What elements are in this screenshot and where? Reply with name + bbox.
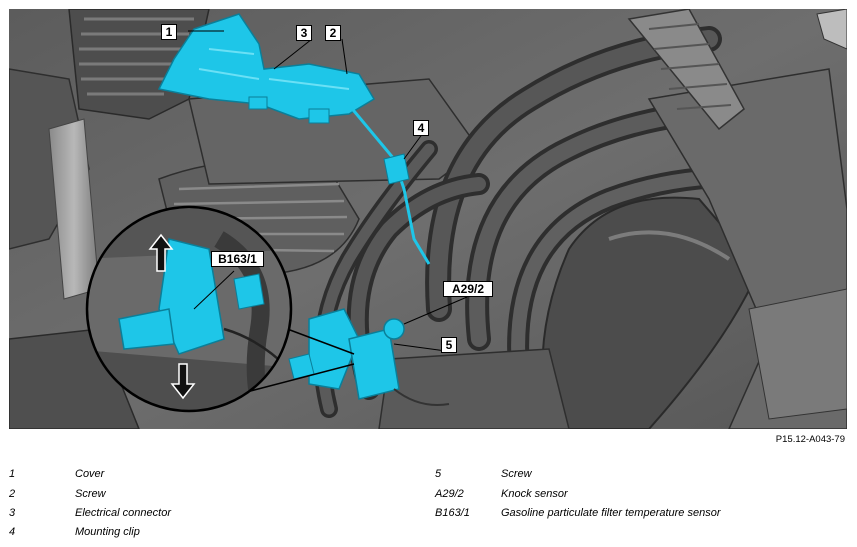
- leader-lines: [188, 30, 468, 352]
- legend-key: A29/2: [435, 488, 464, 500]
- mounting-clip-highlight: [383, 153, 410, 185]
- legend-key: 1: [9, 468, 16, 480]
- lower-center-structure: [378, 348, 570, 430]
- legend-key: 5: [435, 468, 442, 480]
- callout-a29-2: A29/2: [443, 281, 493, 297]
- legend-key: 2: [9, 488, 16, 500]
- callout-b163-1: B163/1: [211, 251, 264, 267]
- legend-description: Knock sensor: [501, 488, 568, 500]
- legend-key: B163/1: [435, 507, 470, 519]
- figure-reference: P15.12-A043-79: [775, 434, 845, 445]
- legend-description: Gasoline particulate filter temperature …: [501, 507, 721, 519]
- legend-description: Electrical connector: [75, 507, 171, 519]
- legend-description: Mounting clip: [75, 526, 140, 538]
- callout-4: 4: [413, 120, 429, 136]
- sensor-cable-highlight: [342, 98, 431, 265]
- callout-1: 1: [161, 24, 177, 40]
- legend-description: Screw: [501, 468, 532, 480]
- turbo-air-duct: [541, 196, 761, 430]
- pull-arrow-up-icon: [148, 233, 174, 272]
- pull-arrow-down-icon: [170, 363, 196, 400]
- engine-illustration: 1 3 2 4 B163/1 A29/2 5: [8, 8, 848, 430]
- legend-description: Screw: [75, 488, 106, 500]
- knock-sensor-cable: [393, 388, 450, 406]
- callout-2: 2: [325, 25, 341, 41]
- callout-3: 3: [296, 25, 312, 41]
- legend-key: 3: [9, 507, 16, 519]
- cover-part-highlight: [157, 13, 376, 124]
- legend-description: Cover: [75, 468, 105, 480]
- legend-key: 4: [9, 526, 16, 538]
- lower-sensor-highlight: [288, 308, 405, 400]
- callout-5: 5: [441, 337, 457, 353]
- heat-shield-grille: [627, 8, 745, 131]
